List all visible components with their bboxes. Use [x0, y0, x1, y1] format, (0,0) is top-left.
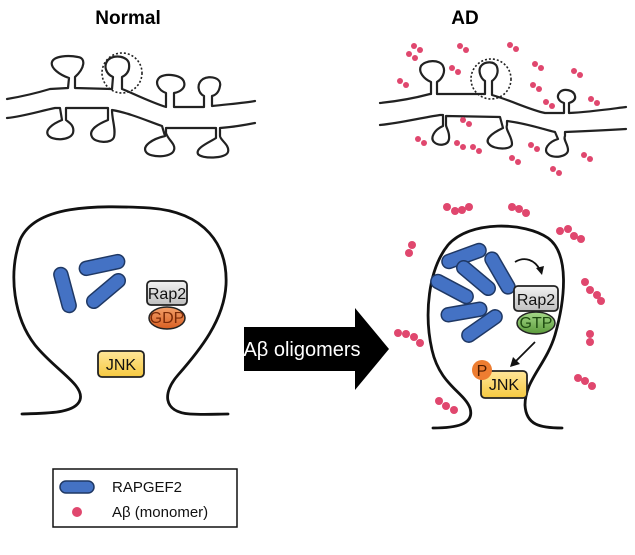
- abeta-monomer-pair: [470, 144, 482, 154]
- abeta-monomer-pair: [571, 68, 583, 78]
- legend-rapgef2-label: RAPGEF2: [112, 479, 182, 496]
- legend-abeta-symbol: [72, 507, 82, 517]
- rap2-label: Rap2: [517, 292, 555, 309]
- gdp-ellipse: [148, 306, 186, 330]
- abeta-monomer-pair: [532, 61, 544, 71]
- activation-arrow-icon: [514, 258, 541, 271]
- transition-arrow: Aβ oligomers: [243, 308, 389, 390]
- normal-spine-outline: [12, 205, 230, 416]
- phosphorylation-arrowhead: [510, 357, 520, 367]
- ad-jnk: JNK P: [472, 360, 528, 399]
- abeta-oligomer: [435, 397, 458, 414]
- normal-dendrite-upper-membrane: [5, 54, 257, 109]
- abeta-monomer-pair: [415, 136, 427, 146]
- abeta-monomer-pair: [543, 99, 555, 109]
- rap2-box: [513, 285, 559, 312]
- jnk-box: [97, 350, 145, 378]
- abeta-monomer-pair: [588, 96, 600, 106]
- abeta-monomer-pair: [449, 65, 461, 75]
- abeta-monomer-pair: [457, 43, 469, 53]
- abeta-oligomer: [394, 329, 424, 347]
- abeta-oligomer: [581, 278, 605, 305]
- abeta-monomer-pair: [507, 42, 519, 52]
- jnk-label: JNK: [489, 377, 520, 394]
- legend: RAPGEF2 Aβ (monomer): [52, 468, 238, 528]
- jnk-box: [480, 370, 528, 399]
- gtp-ellipse: [516, 311, 556, 335]
- phospho-circle: [472, 360, 492, 380]
- legend-rapgef2-symbol: [59, 480, 95, 494]
- legend-box: [52, 468, 238, 528]
- abeta-monomer-pair: [397, 78, 409, 88]
- abeta-oligomer: [586, 330, 594, 346]
- normal-rapgef2-group: [53, 253, 127, 314]
- abeta-oligomer: [508, 203, 530, 217]
- abeta-oligomer: [443, 203, 473, 215]
- abeta-monomer-pair: [550, 166, 562, 176]
- ad-dendrite-lower-membrane: [378, 113, 628, 158]
- abeta-oligomer: [574, 374, 596, 390]
- abeta-monomer-pair: [406, 51, 418, 61]
- rap2-box: [146, 280, 188, 306]
- ad-dendrite: [378, 60, 628, 158]
- normal-jnk: JNK: [97, 350, 145, 378]
- ad-highlighted-spine-circle: [470, 58, 512, 100]
- normal-dendrite: [5, 54, 257, 159]
- abeta-monomer-pair: [528, 142, 540, 152]
- ad-dendrite-upper-membrane: [378, 60, 628, 115]
- gdp-label: GDP: [150, 310, 185, 327]
- abeta-monomer-pair: [509, 155, 521, 165]
- abeta-monomer-pair: [454, 140, 466, 150]
- phospho-label: P: [477, 363, 488, 380]
- arrow-label: Aβ oligomers: [243, 339, 360, 361]
- rapgef2-rod: [85, 272, 127, 310]
- abeta-monomer-pair: [460, 117, 472, 127]
- ad-spine-outline: [426, 224, 565, 430]
- ad-rap2-complex: GTP Rap2: [513, 285, 559, 335]
- jnk-label: JNK: [106, 357, 137, 374]
- normal-highlighted-spine-circle: [101, 52, 143, 94]
- normal-rap2-complex: GDP Rap2: [146, 280, 188, 330]
- ad-abeta-oligomers: [394, 203, 605, 414]
- title-ad: AD: [451, 8, 478, 29]
- activation-arrowhead: [536, 266, 544, 275]
- title-normal: Normal: [95, 8, 160, 29]
- normal-dendrite-lower-membrane: [5, 106, 257, 159]
- abeta-oligomer: [405, 241, 416, 257]
- gtp-label: GTP: [520, 315, 553, 332]
- rapgef2-rod: [461, 309, 503, 343]
- legend-abeta-label: Aβ (monomer): [112, 504, 208, 521]
- arrow-shape: [244, 308, 389, 390]
- rapgef2-rod: [430, 273, 474, 305]
- rapgef2-rod: [484, 251, 516, 295]
- abeta-monomer-pair: [411, 43, 423, 53]
- rapgef2-rod: [78, 253, 126, 277]
- abeta-oligomer: [556, 225, 585, 243]
- rapgef2-rod: [440, 301, 488, 323]
- abeta-monomer-pair: [530, 82, 542, 92]
- rapgef2-rod: [455, 259, 497, 297]
- rap2-label: Rap2: [148, 286, 186, 303]
- abeta-monomer-pair: [581, 152, 593, 162]
- phosphorylation-arrow-icon: [515, 341, 536, 362]
- rapgef2-rod: [53, 266, 77, 314]
- ad-rapgef2-group: [430, 242, 516, 343]
